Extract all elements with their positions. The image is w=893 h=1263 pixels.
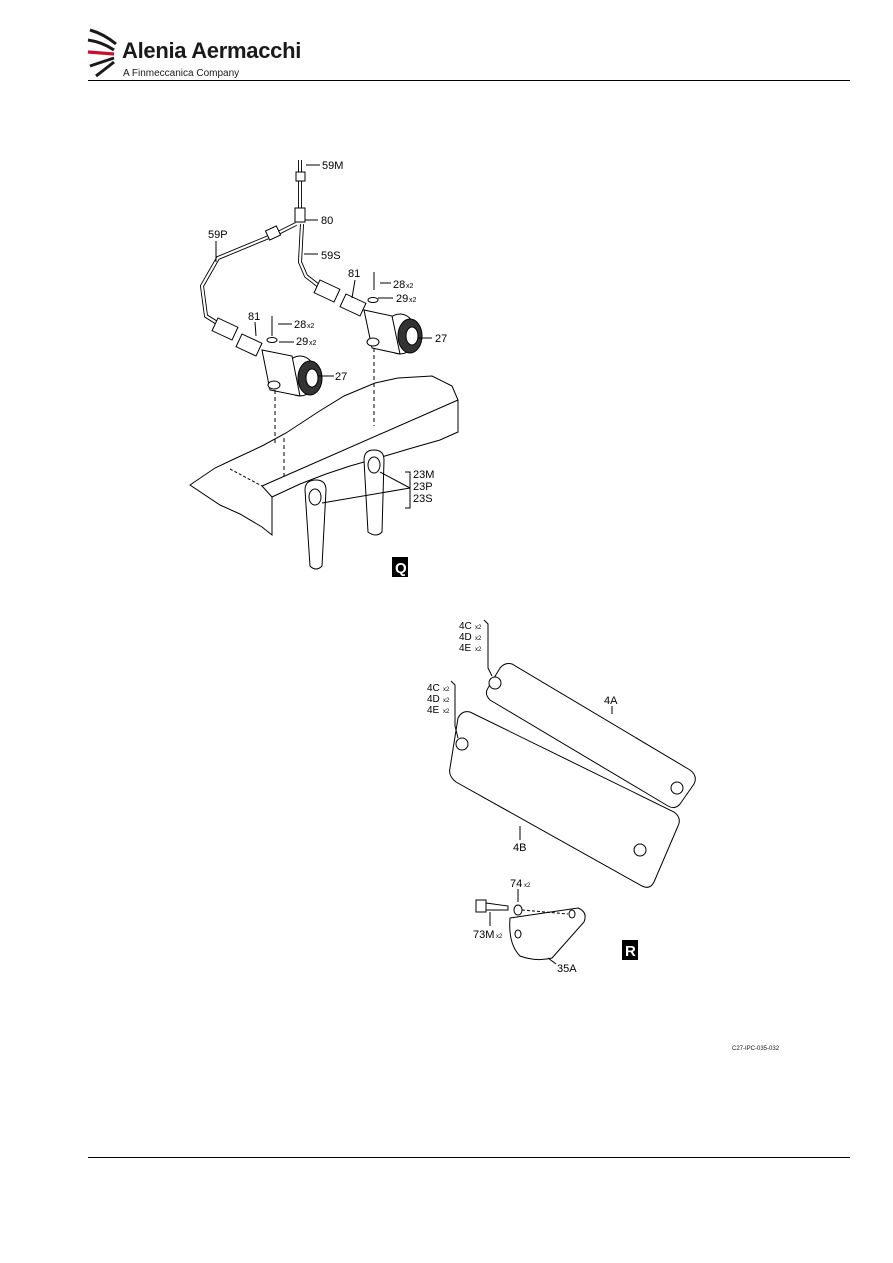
callout-4A: 4A	[604, 695, 618, 707]
callout-23P: 23P	[413, 481, 433, 493]
callout-4C-top: 4C	[459, 621, 472, 632]
figure-r	[449, 619, 696, 965]
callout-59P: 59P	[208, 229, 228, 241]
callout-73M: 73M	[473, 929, 494, 941]
callout-4C-bottom-qty: x2	[443, 687, 450, 693]
callout-4C-bottom: 4C	[427, 683, 440, 694]
callout-4E-top: 4E	[459, 643, 472, 654]
callout-4D-top-qty: x2	[475, 636, 482, 642]
panel-4A	[485, 663, 696, 809]
callout-23S: 23S	[413, 493, 433, 505]
callout-29-right-qty: x2	[409, 297, 417, 304]
callout-4B: 4B	[513, 842, 526, 854]
brand-name: Alenia Aermacchi	[122, 38, 302, 63]
callout-4D-bottom: 4D	[427, 694, 440, 705]
callout-29-left: 29	[296, 336, 308, 348]
callout-4E-bottom-qty: x2	[443, 709, 450, 715]
callout-81-left: 81	[248, 311, 260, 323]
callout-23M: 23M	[413, 469, 434, 481]
header-rule	[88, 80, 850, 81]
callout-74: 74	[510, 878, 522, 890]
view-r-letter: R	[625, 943, 636, 960]
callout-29-left-qty: x2	[309, 340, 317, 347]
callout-59S: 59S	[321, 250, 341, 262]
callout-27-left: 27	[335, 371, 347, 383]
view-r-badge	[622, 940, 638, 960]
drawing-reference: C27-IPC-035-032	[732, 1046, 780, 1052]
cover-35A	[509, 907, 586, 961]
callout-81-right: 81	[348, 268, 360, 280]
callout-4C-top-qty: x2	[475, 625, 482, 631]
callout-74-qty: x2	[524, 883, 531, 889]
mounting-bracket	[189, 375, 459, 537]
brand-tagline: A Finmeccanica Company	[123, 68, 240, 79]
view-q-letter: Q	[395, 560, 407, 577]
callout-28-left: 28	[294, 319, 306, 331]
callout-59M: 59M	[322, 160, 343, 172]
panel-4B	[449, 711, 680, 888]
fitting-assembly-right	[313, 272, 423, 426]
callout-4D-bottom-qty: x2	[443, 698, 450, 704]
strap-23M	[304, 479, 327, 570]
strap-23P	[363, 449, 385, 536]
footer-rule	[88, 1157, 850, 1158]
callout-4E-top-qty: x2	[475, 647, 482, 653]
callout-4D-top: 4D	[459, 632, 472, 643]
figure-q	[189, 160, 459, 570]
callout-80: 80	[321, 215, 333, 227]
callout-73M-qty: x2	[496, 934, 503, 940]
callout-28-right-qty: x2	[406, 283, 414, 290]
callout-4E-bottom: 4E	[427, 705, 440, 716]
callout-35A: 35A	[557, 963, 577, 975]
callout-29-right: 29	[396, 293, 408, 305]
view-q-badge	[392, 557, 408, 577]
fitting-assembly-left	[211, 316, 323, 446]
callout-28-left-qty: x2	[307, 323, 315, 330]
alenia-logo-icon	[87, 28, 117, 78]
callout-27-right: 27	[435, 333, 447, 345]
callout-28-right: 28	[393, 279, 405, 291]
